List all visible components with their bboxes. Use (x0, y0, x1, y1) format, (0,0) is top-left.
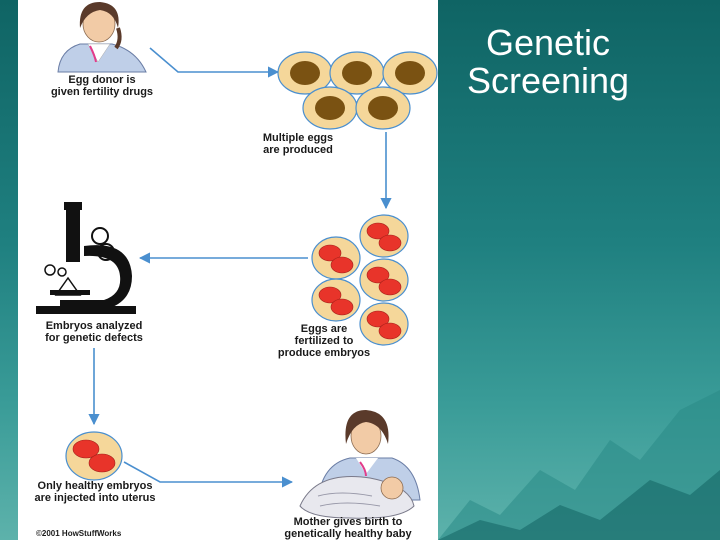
caption-embryos-analyzed: Embryos analyzed for genetic defects (26, 320, 162, 344)
caption-egg-donor: Egg donor is given fertility drugs (34, 74, 170, 98)
slide-title-line2: Screening (466, 60, 630, 101)
flow-arrows (88, 47, 392, 488)
slide-title-line1: Genetic (485, 22, 611, 63)
caption-fertilized: Eggs are fertilized to produce embryos (262, 323, 386, 359)
caption-healthy-embryos-line1: Only healthy embryos (37, 480, 153, 492)
arrow-donor-to-eggs (149, 47, 280, 78)
caption-egg-donor-line1: Egg donor is (68, 74, 136, 86)
caption-fertilized-line3: produce embryos (277, 347, 371, 359)
slide-title: Genetic Screening (448, 24, 648, 100)
copyright-notice: ©2001 HowStuffWorks (36, 529, 122, 538)
caption-mother-birth: Mother gives birth to genetically health… (268, 516, 428, 540)
caption-fertilized-line1: Eggs are (300, 323, 348, 335)
caption-mother-birth-line2: genetically healthy baby (284, 528, 412, 540)
mother-with-baby-icon (299, 410, 421, 519)
caption-multiple-eggs-line2: are produced (263, 144, 333, 156)
caption-mother-birth-line1: Mother gives birth to (293, 516, 403, 528)
fertilized-embryos-icon (311, 214, 409, 346)
caption-fertilized-line2: fertilized to (294, 335, 354, 347)
caption-healthy-embryos-line2: are injected into uterus (34, 492, 156, 504)
caption-healthy-embryos: Only healthy embryos are injected into u… (20, 480, 170, 504)
multiple-eggs-icon (277, 51, 438, 130)
healthy-embryo-icon (65, 431, 123, 481)
caption-embryos-analyzed-line1: Embryos analyzed (45, 320, 143, 332)
caption-multiple-eggs-line1: Multiple eggs (262, 132, 334, 144)
arrow-implant-to-mother (123, 461, 294, 488)
egg-donor-woman-icon (57, 2, 147, 73)
microscope-icon (36, 202, 136, 314)
caption-egg-donor-line2: given fertility drugs (50, 86, 154, 98)
caption-multiple-eggs: Multiple eggs are produced (246, 132, 350, 156)
caption-embryos-analyzed-line2: for genetic defects (45, 332, 143, 344)
